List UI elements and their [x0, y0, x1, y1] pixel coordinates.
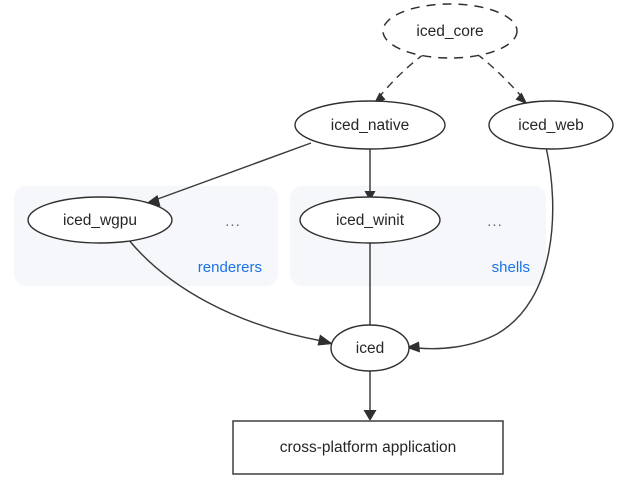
- node-cross-platform-application[interactable]: cross-platform application: [232, 420, 504, 475]
- cluster-shells-label: shells: [492, 259, 530, 276]
- node-iced_wgpu-shape[interactable]: [27, 196, 173, 244]
- edge-iced_native-to-iced_winit: [364, 149, 376, 201]
- node-cross-platform-application-shape[interactable]: [232, 420, 504, 475]
- node-iced_web-label: iced_web: [518, 117, 584, 134]
- node-iced_winit-shape[interactable]: [299, 196, 441, 244]
- edge-iced_core-to-iced_web: [476, 53, 528, 105]
- edge-iced_wgpu-to-iced: [127, 238, 333, 346]
- cluster-renderers-ellipsis: ...: [225, 213, 241, 230]
- node-iced_native-shape[interactable]: [294, 100, 446, 150]
- node-iced_winit[interactable]: iced_winit: [299, 196, 441, 244]
- node-iced_core-shape[interactable]: [382, 3, 518, 59]
- node-iced_wgpu[interactable]: iced_wgpu: [27, 196, 173, 244]
- node-iced[interactable]: iced: [330, 324, 410, 372]
- node-iced_core-label: iced_core: [416, 23, 483, 40]
- edge-iced_core-to-iced_native: [373, 53, 425, 105]
- node-iced_web-shape[interactable]: [488, 100, 614, 150]
- edge-iced-to-application: [363, 371, 377, 421]
- cluster-renderers-label: renderers: [198, 259, 262, 276]
- node-cross-platform-application-label: cross-platform application: [280, 439, 457, 456]
- node-iced_native-label: iced_native: [331, 117, 409, 134]
- cluster-shells-ellipsis: ...: [487, 213, 503, 230]
- node-iced-label: iced: [356, 340, 384, 357]
- node-iced_native[interactable]: iced_native: [294, 100, 446, 150]
- node-iced_wgpu-label: iced_wgpu: [63, 212, 137, 229]
- node-iced_web[interactable]: iced_web: [488, 100, 614, 150]
- node-iced_core[interactable]: iced_core: [382, 3, 518, 59]
- node-iced-shape[interactable]: [330, 324, 410, 372]
- node-iced_winit-label: iced_winit: [336, 212, 405, 229]
- edge-iced_web-to-iced: [406, 146, 554, 353]
